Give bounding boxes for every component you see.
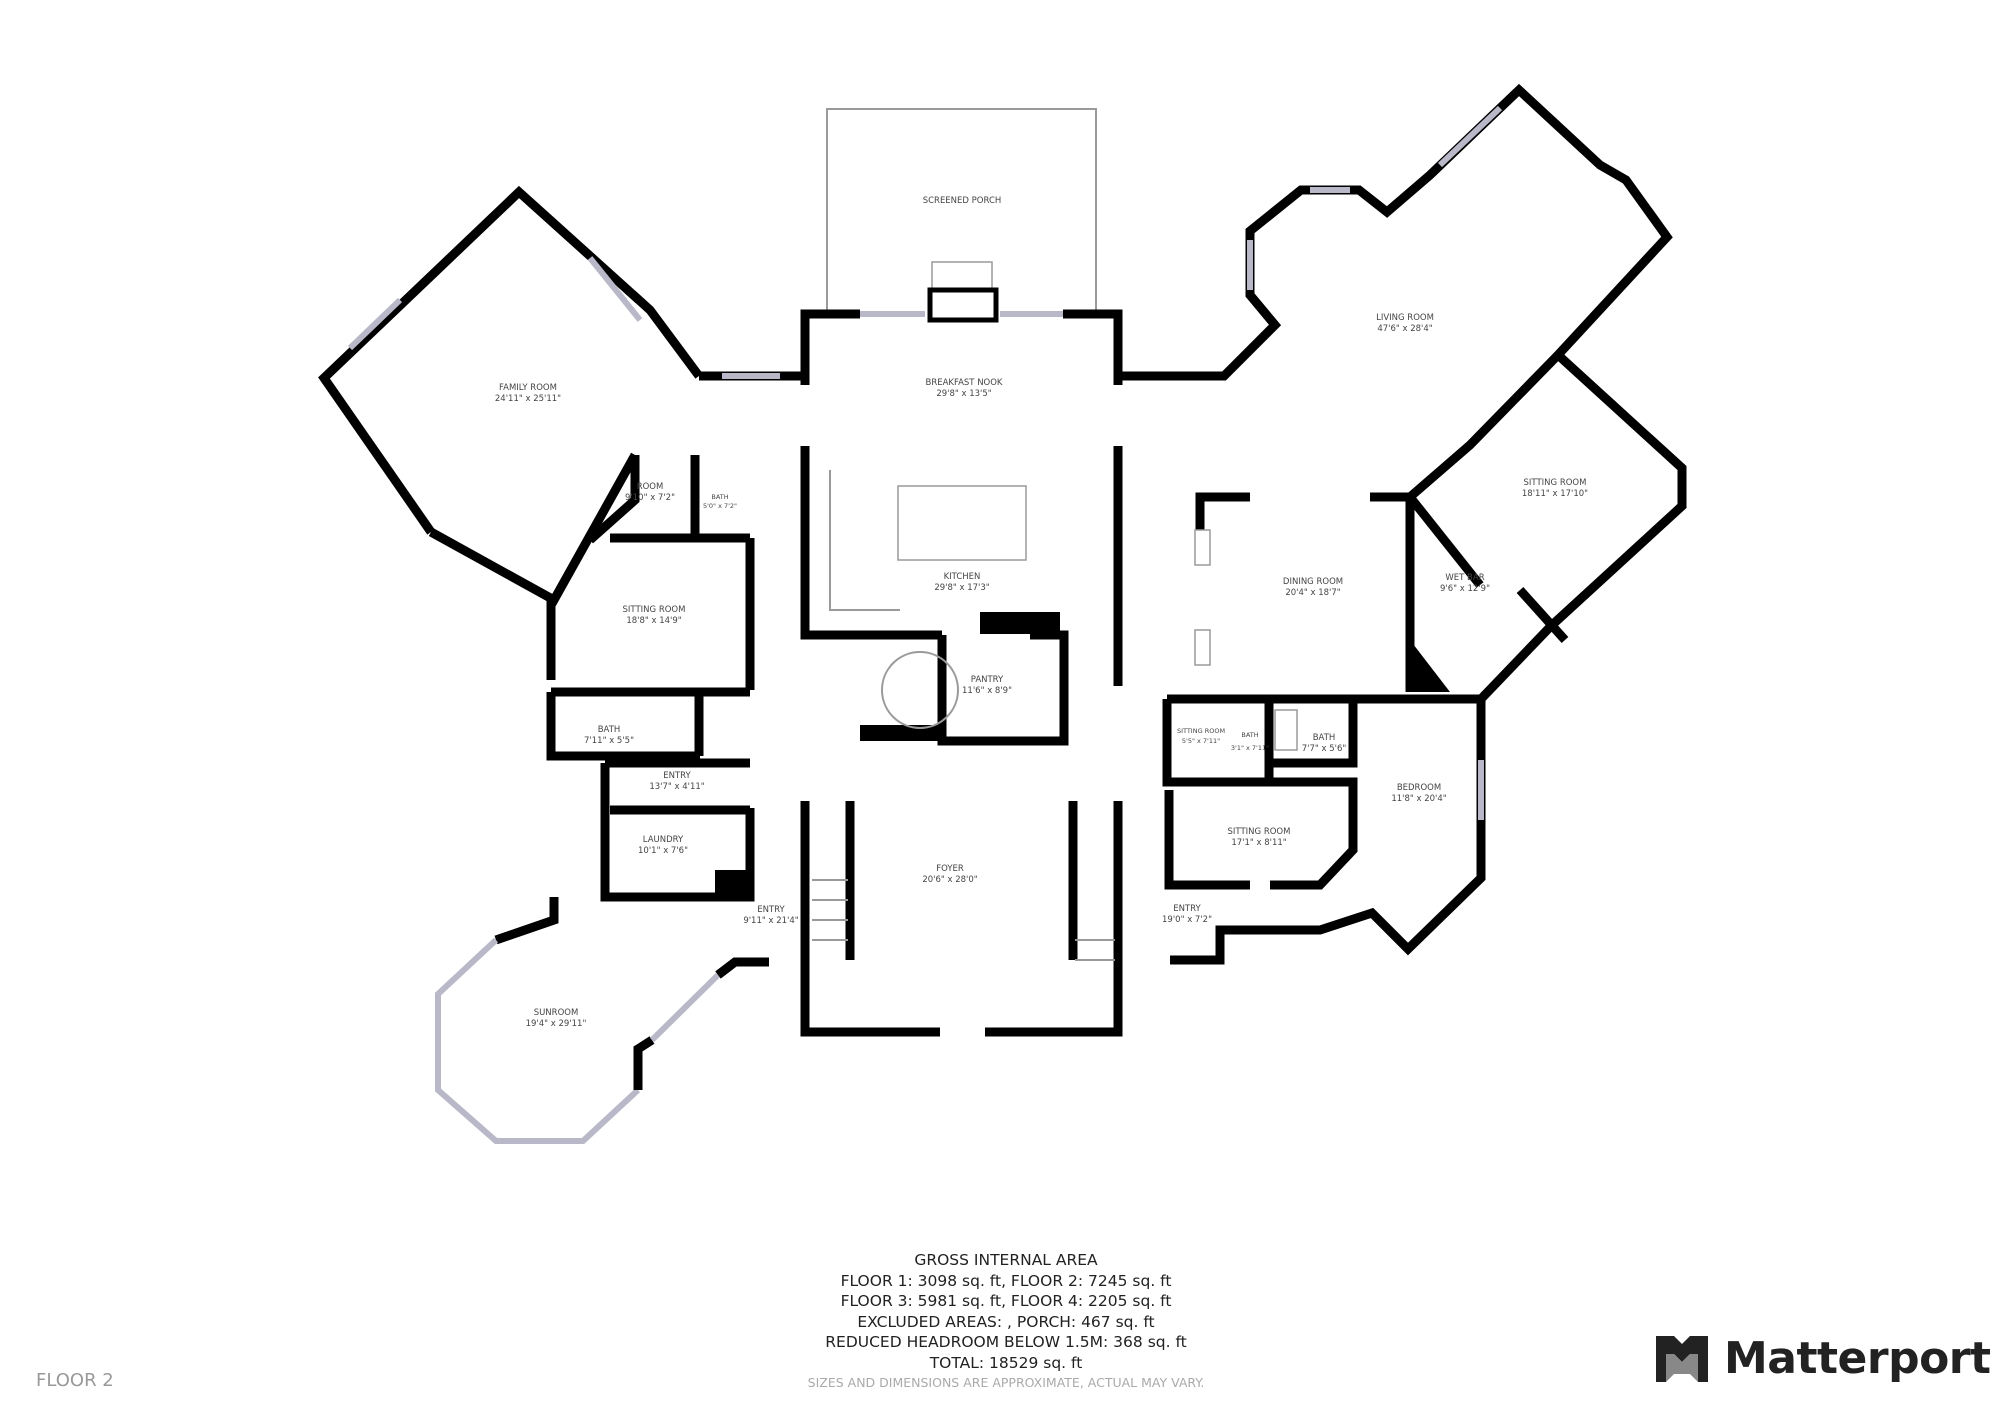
room-label-bath-tiny: BATH 3'1" x 7'11" — [1231, 731, 1269, 752]
svg-text:19'4" x 29'11": 19'4" x 29'11" — [526, 1019, 587, 1029]
room-label-screened-porch: SCREENED PORCH — [923, 196, 1002, 206]
area-line-4: REDUCED HEADROOM BELOW 1.5M: 368 sq. ft — [825, 1333, 1187, 1351]
sunroom-walls — [435, 897, 769, 1144]
svg-text:BATH: BATH — [598, 725, 621, 735]
svg-text:29'8" x 13'5": 29'8" x 13'5" — [936, 389, 991, 399]
svg-text:10'1" x 7'6": 10'1" x 7'6" — [638, 846, 688, 856]
svg-text:BREAKFAST NOOK: BREAKFAST NOOK — [925, 378, 1002, 388]
svg-text:WET BAR: WET BAR — [1445, 573, 1484, 583]
area-line-3: EXCLUDED AREAS: , PORCH: 467 sq. ft — [857, 1312, 1155, 1331]
area-total: TOTAL: 18529 sq. ft — [929, 1353, 1083, 1372]
svg-text:9'10" x 7'2": 9'10" x 7'2" — [625, 493, 675, 503]
svg-text:FAMILY ROOM: FAMILY ROOM — [499, 383, 557, 393]
area-title: GROSS INTERNAL AREA — [914, 1251, 1098, 1269]
svg-text:19'0" x 7'2": 19'0" x 7'2" — [1162, 915, 1212, 925]
svg-text:BATH: BATH — [1241, 731, 1258, 739]
svg-text:20'6" x 28'0": 20'6" x 28'0" — [922, 875, 977, 885]
svg-text:5'0" x 7'2": 5'0" x 7'2" — [703, 502, 737, 510]
foyer-walls — [800, 801, 1123, 1037]
svg-text:7'7" x 5'6": 7'7" x 5'6" — [1302, 744, 1347, 754]
svg-text:20'4" x 18'7": 20'4" x 18'7" — [1285, 588, 1340, 598]
screened-porch-outline — [826, 108, 1097, 323]
svg-text:SITTING ROOM: SITTING ROOM — [623, 605, 686, 615]
svg-text:SITTING ROOM: SITTING ROOM — [1177, 727, 1225, 735]
svg-text:9'11" x 21'4": 9'11" x 21'4" — [743, 916, 798, 926]
svg-text:BEDROOM: BEDROOM — [1397, 783, 1441, 793]
svg-text:FOYER: FOYER — [936, 864, 964, 874]
svg-text:LAUNDRY: LAUNDRY — [643, 835, 684, 845]
east-wing-walls — [1162, 694, 1486, 965]
svg-text:ROOM: ROOM — [637, 482, 664, 492]
svg-text:BATH: BATH — [711, 493, 728, 501]
svg-text:24'11" x 25'11": 24'11" x 25'11" — [495, 394, 561, 404]
svg-text:18'8" x 14'9": 18'8" x 14'9" — [626, 616, 681, 626]
matterport-logo: Matterport — [1654, 1330, 1991, 1386]
svg-text:ENTRY: ENTRY — [757, 905, 785, 915]
dining-room-walls — [1167, 492, 1481, 704]
area-summary: GROSS INTERNAL AREA FLOOR 1: 3098 sq. ft… — [706, 1250, 1306, 1394]
west-wing-walls — [546, 455, 755, 902]
living-room-walls — [1118, 83, 1687, 703]
brand-name: Matterport — [1724, 1332, 1991, 1384]
svg-text:ENTRY: ENTRY — [663, 771, 691, 781]
svg-text:47'6" x 28'4": 47'6" x 28'4" — [1377, 324, 1432, 334]
svg-text:LIVING ROOM: LIVING ROOM — [1376, 313, 1434, 323]
svg-text:ENTRY: ENTRY — [1173, 904, 1201, 914]
area-line-1: FLOOR 1: 3098 sq. ft, FLOOR 2: 7245 sq. … — [840, 1271, 1172, 1290]
svg-text:11'8" x 20'4": 11'8" x 20'4" — [1391, 794, 1446, 804]
kitchen-walls — [800, 446, 1123, 686]
svg-text:BATH: BATH — [1313, 733, 1336, 743]
svg-text:DINING ROOM: DINING ROOM — [1283, 577, 1343, 587]
svg-text:13'7" x 4'11": 13'7" x 4'11" — [649, 782, 704, 792]
svg-text:9'6" x 12'9": 9'6" x 12'9" — [1440, 584, 1490, 594]
svg-text:SCREENED PORCH: SCREENED PORCH — [923, 196, 1002, 206]
svg-text:5'5" x 7'11": 5'5" x 7'11" — [1182, 737, 1220, 745]
floor-label: FLOOR 2 — [36, 1370, 114, 1391]
svg-text:PANTRY: PANTRY — [971, 675, 1004, 685]
svg-text:KITCHEN: KITCHEN — [944, 572, 981, 582]
matterport-logo-icon — [1656, 1336, 1708, 1382]
breakfast-nook-walls — [800, 309, 1123, 385]
svg-text:SUNROOM: SUNROOM — [534, 1008, 579, 1018]
svg-text:18'11" x 17'10": 18'11" x 17'10" — [1522, 489, 1588, 499]
svg-text:17'1" x 8'11": 17'1" x 8'11" — [1231, 838, 1286, 848]
svg-text:3'1" x 7'11": 3'1" x 7'11" — [1231, 744, 1269, 752]
disclaimer: SIZES AND DIMENSIONS ARE APPROXIMATE, AC… — [807, 1375, 1205, 1390]
svg-text:SITTING ROOM: SITTING ROOM — [1524, 478, 1587, 488]
area-line-2: FLOOR 3: 5981 sq. ft, FLOOR 4: 2205 sq. … — [840, 1292, 1172, 1310]
svg-text:11'6" x 8'9": 11'6" x 8'9" — [962, 686, 1012, 696]
svg-text:SITTING ROOM: SITTING ROOM — [1228, 827, 1291, 837]
pantry-walls — [860, 630, 1069, 746]
room-label-sitting-room-small: SITTING ROOM 5'5" x 7'11" — [1177, 727, 1225, 745]
svg-text:7'11" x 5'5": 7'11" x 5'5" — [584, 736, 634, 746]
svg-text:29'8" x 17'3": 29'8" x 17'3" — [934, 583, 989, 593]
